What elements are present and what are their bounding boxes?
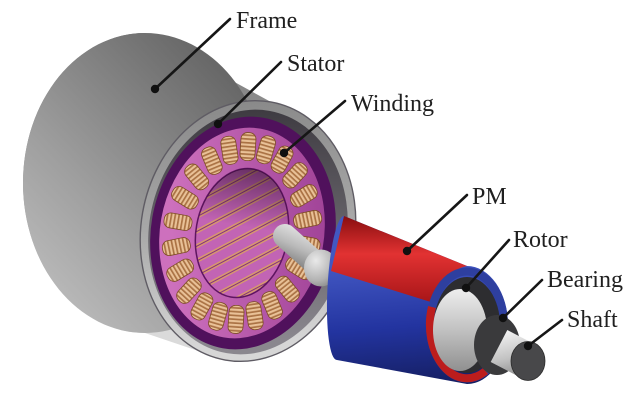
label-frame: Frame [236,8,297,34]
winding-coil [239,132,257,162]
rotor-core-face [433,289,487,371]
frame-anchor-dot [150,84,160,94]
label-bearing: Bearing [547,267,623,293]
shaft-end-face [510,341,546,381]
winding-coil [274,275,300,303]
rotor-anchor-dot [461,283,471,293]
winding-coil [256,135,276,165]
label-shaft: Shaft [567,307,618,333]
winding-anchor-dot [279,148,289,158]
winding-coil [282,162,308,189]
winding-coil [245,301,264,331]
label-rotor: Rotor [513,227,568,253]
winding-coil [184,163,210,191]
winding-coil [289,184,318,208]
winding-leader-line [282,99,347,155]
stator-group [150,116,336,350]
winding-coil [227,304,245,334]
stator-bore-shadow [195,168,289,298]
winding-coil [261,291,283,320]
bearing-leader-line [501,278,544,320]
pm-anchor-dot [402,246,412,256]
rotor-group [326,216,546,384]
winding-coil [171,186,199,210]
winding-coil [166,258,195,282]
pm-red-half [331,216,467,303]
winding-coil [190,292,214,321]
winding-coil [163,212,193,231]
winding-coil [293,210,323,229]
stator-leader-line [216,60,283,126]
shaft-leader-line [526,318,564,348]
annotations: Frame Stator Winding PM Rotor Bearing Sh… [150,8,623,351]
shaft-anchor-dot [523,341,533,351]
winding-coil [176,277,202,304]
winding-coil [161,237,191,256]
winding-coil [220,135,239,165]
frame-leader-line [153,17,232,91]
winding-coil [201,146,223,175]
stator-anchor-dot [213,119,223,129]
winding-coil [208,301,228,331]
bearing-anchor-dot [498,313,508,323]
label-stator: Stator [287,51,344,77]
label-winding: Winding [351,91,434,117]
rotor-leader-line [464,238,511,290]
label-pm: PM [472,184,507,210]
rotor-front-ring-red [425,306,489,383]
pm-leader-line [405,193,469,253]
